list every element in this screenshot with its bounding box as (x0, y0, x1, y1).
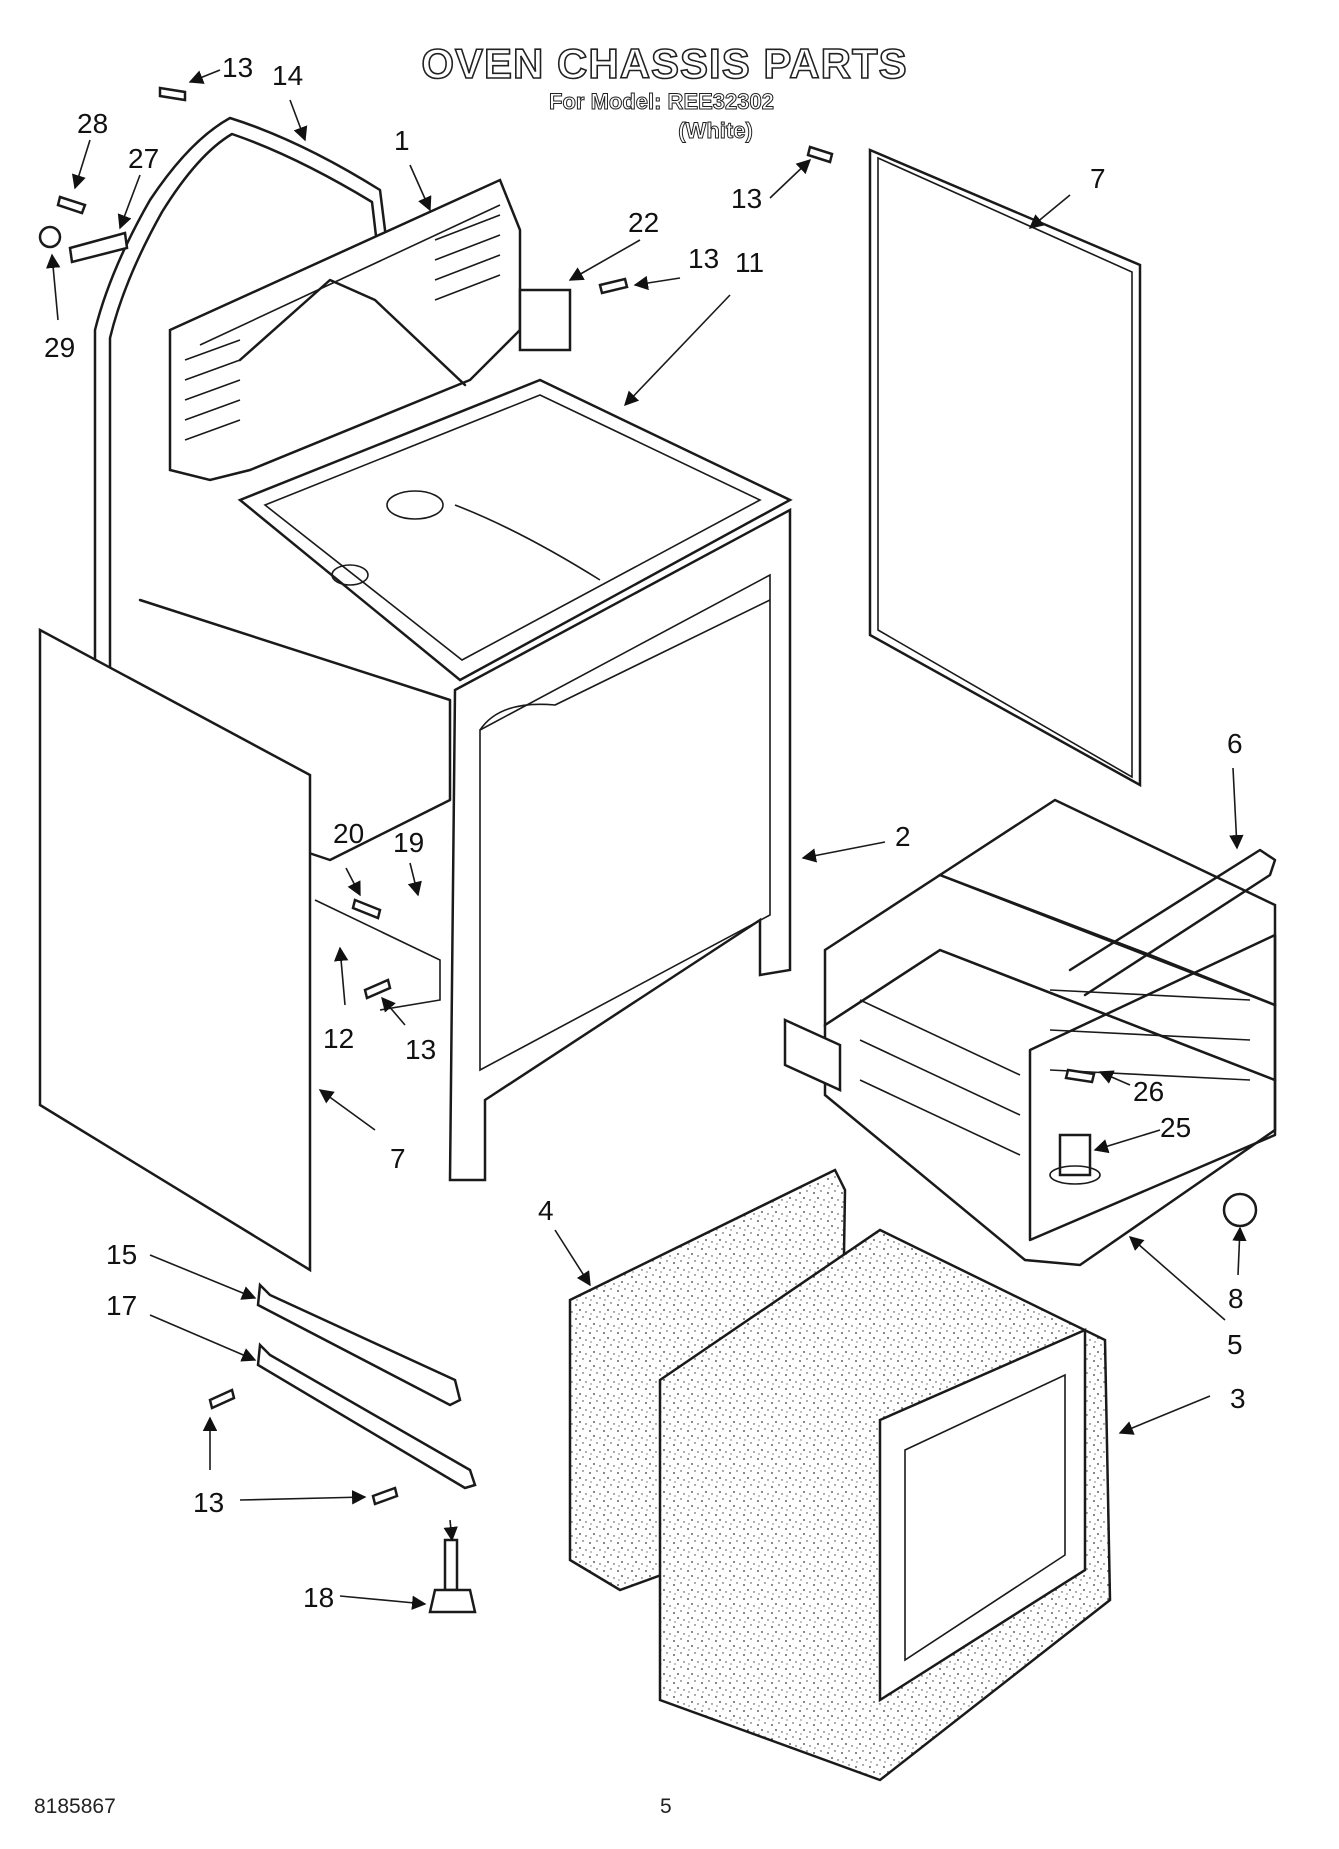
lower-chassis-frame (138, 507, 792, 1182)
insulation-blanket-wrap (658, 1228, 1112, 1782)
callout-11: 11 (735, 247, 764, 278)
leader-lines (46, 69, 1247, 1610)
callout-22: 22 (628, 207, 659, 238)
callout-13-top: 13 (222, 52, 253, 83)
callout-17: 17 (106, 1290, 137, 1321)
model-subtitle: For Model: REE32302 (549, 89, 775, 115)
callout-7-right: 7 (1090, 163, 1106, 194)
right-side-panel (868, 148, 1142, 788)
oven-cavity (783, 798, 1277, 1267)
callout-14: 14 (272, 60, 303, 91)
callout-6: 6 (1227, 728, 1243, 759)
cooktop-frame (237, 378, 793, 682)
color-subtitle: (White) (678, 118, 754, 144)
callout-26: 26 (1133, 1076, 1164, 1107)
callout-19: 19 (393, 827, 424, 858)
callout-25: 25 (1160, 1112, 1191, 1143)
callout-3: 3 (1230, 1383, 1246, 1414)
callout-13-right: 13 (731, 183, 762, 214)
callout-28: 28 (77, 108, 108, 139)
upper-chassis-back (168, 178, 572, 482)
callout-13-hinge: 13 (688, 243, 719, 274)
callout-4: 4 (538, 1195, 554, 1226)
page-title: OVEN CHASSIS PARTS (421, 39, 908, 88)
callout-13-bracket: 13 (193, 1487, 224, 1518)
bracket-17 (256, 1342, 477, 1490)
callout-18: 18 (303, 1582, 334, 1613)
callout-labels: 13 14 28 27 29 1 22 13 11 13 7 6 2 20 19… (44, 52, 1246, 1613)
callout-29: 29 (44, 332, 75, 363)
callout-27: 27 (128, 143, 159, 174)
callout-2: 2 (895, 821, 911, 852)
callout-5: 5 (1227, 1329, 1243, 1360)
callout-1: 1 (394, 125, 410, 156)
callout-13-mid: 13 (405, 1034, 436, 1065)
page-number: 5 (660, 1795, 672, 1818)
back-frame-wire (93, 116, 392, 702)
screw-hardware (38, 86, 1258, 1506)
callout-7-left: 7 (390, 1143, 406, 1174)
leveling-leg (428, 1538, 477, 1614)
oven-rack-wire (1068, 848, 1277, 997)
callout-12: 12 (323, 1023, 354, 1054)
callout-20: 20 (333, 818, 364, 849)
left-side-panel (38, 627, 312, 1273)
bracket-15 (256, 1282, 462, 1407)
callout-8: 8 (1228, 1283, 1244, 1314)
callout-15: 15 (106, 1239, 137, 1270)
document-number: 8185867 (34, 1795, 116, 1818)
